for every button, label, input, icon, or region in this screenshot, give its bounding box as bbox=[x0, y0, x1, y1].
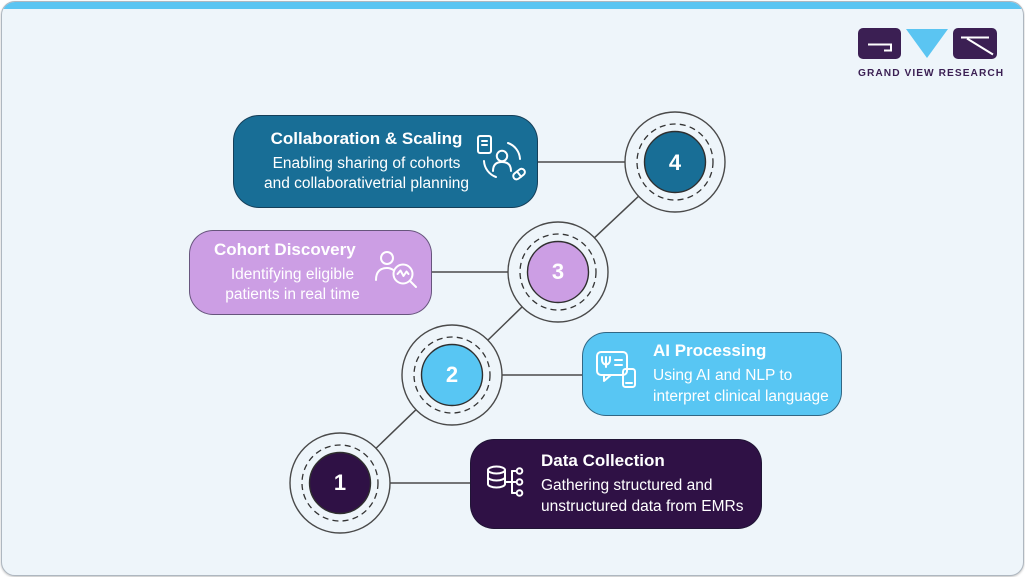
database-branch-icon bbox=[485, 461, 529, 508]
step-circle-1-fill bbox=[308, 451, 372, 515]
grand-view-research-logo: GRAND VIEW RESEARCH bbox=[858, 28, 1005, 79]
step-description: Gathering structured and unstructured da… bbox=[541, 477, 744, 515]
person-search-icon bbox=[373, 248, 419, 297]
step-number-1: 1 bbox=[333, 470, 347, 495]
step-circle-3-fill bbox=[526, 240, 590, 304]
ai-chat-icon bbox=[595, 349, 641, 400]
step-box-text: Cohort Discovery Identifying eligible pa… bbox=[212, 240, 373, 306]
step-circle-4 bbox=[624, 111, 726, 213]
step-number-3: 3 bbox=[551, 259, 565, 284]
step-description: Identifying eligible patients in real ti… bbox=[225, 265, 360, 303]
collaboration-icon bbox=[475, 134, 527, 189]
step-title: Data Collection bbox=[541, 451, 665, 471]
step-description: Enabling sharing of cohorts and collabor… bbox=[263, 154, 470, 192]
step-number-4: 4 bbox=[668, 150, 682, 175]
step-circle-1 bbox=[289, 432, 391, 534]
step-box-data-collection: Data Collection Gathering structured and… bbox=[470, 439, 762, 529]
step-description: Using AI and NLP to interpret clinical l… bbox=[653, 367, 829, 405]
step-number-2: 2 bbox=[445, 362, 459, 387]
step-title: Collaboration & Scaling bbox=[270, 128, 463, 148]
step-circle-4-fill bbox=[643, 130, 707, 194]
step-box-text: AI Processing Using AI and NLP to interp… bbox=[653, 341, 831, 407]
brand-name: GRAND VIEW RESEARCH bbox=[858, 68, 1005, 79]
step-circle-2-fill bbox=[420, 343, 484, 407]
step-title: Cohort Discovery bbox=[214, 239, 356, 259]
logo-v-triangle bbox=[906, 29, 948, 58]
connector-lines bbox=[339, 161, 676, 484]
step-circle-2 bbox=[401, 324, 503, 426]
step-box-text: Collaboration & Scaling Enabling sharing… bbox=[258, 129, 475, 195]
step-circle-3 bbox=[507, 221, 609, 323]
step-title: AI Processing bbox=[653, 341, 767, 361]
step-box-ai-processing: AI Processing Using AI and NLP to interp… bbox=[582, 332, 842, 416]
step-box-collaboration-scaling: Collaboration & Scaling Enabling sharing… bbox=[233, 115, 538, 208]
step-box-text: Data Collection Gathering structured and… bbox=[541, 451, 753, 517]
top-accent-bar bbox=[2, 2, 1023, 9]
gvr-logo-mark bbox=[858, 28, 997, 59]
step-box-cohort-discovery: Cohort Discovery Identifying eligible pa… bbox=[189, 230, 432, 315]
